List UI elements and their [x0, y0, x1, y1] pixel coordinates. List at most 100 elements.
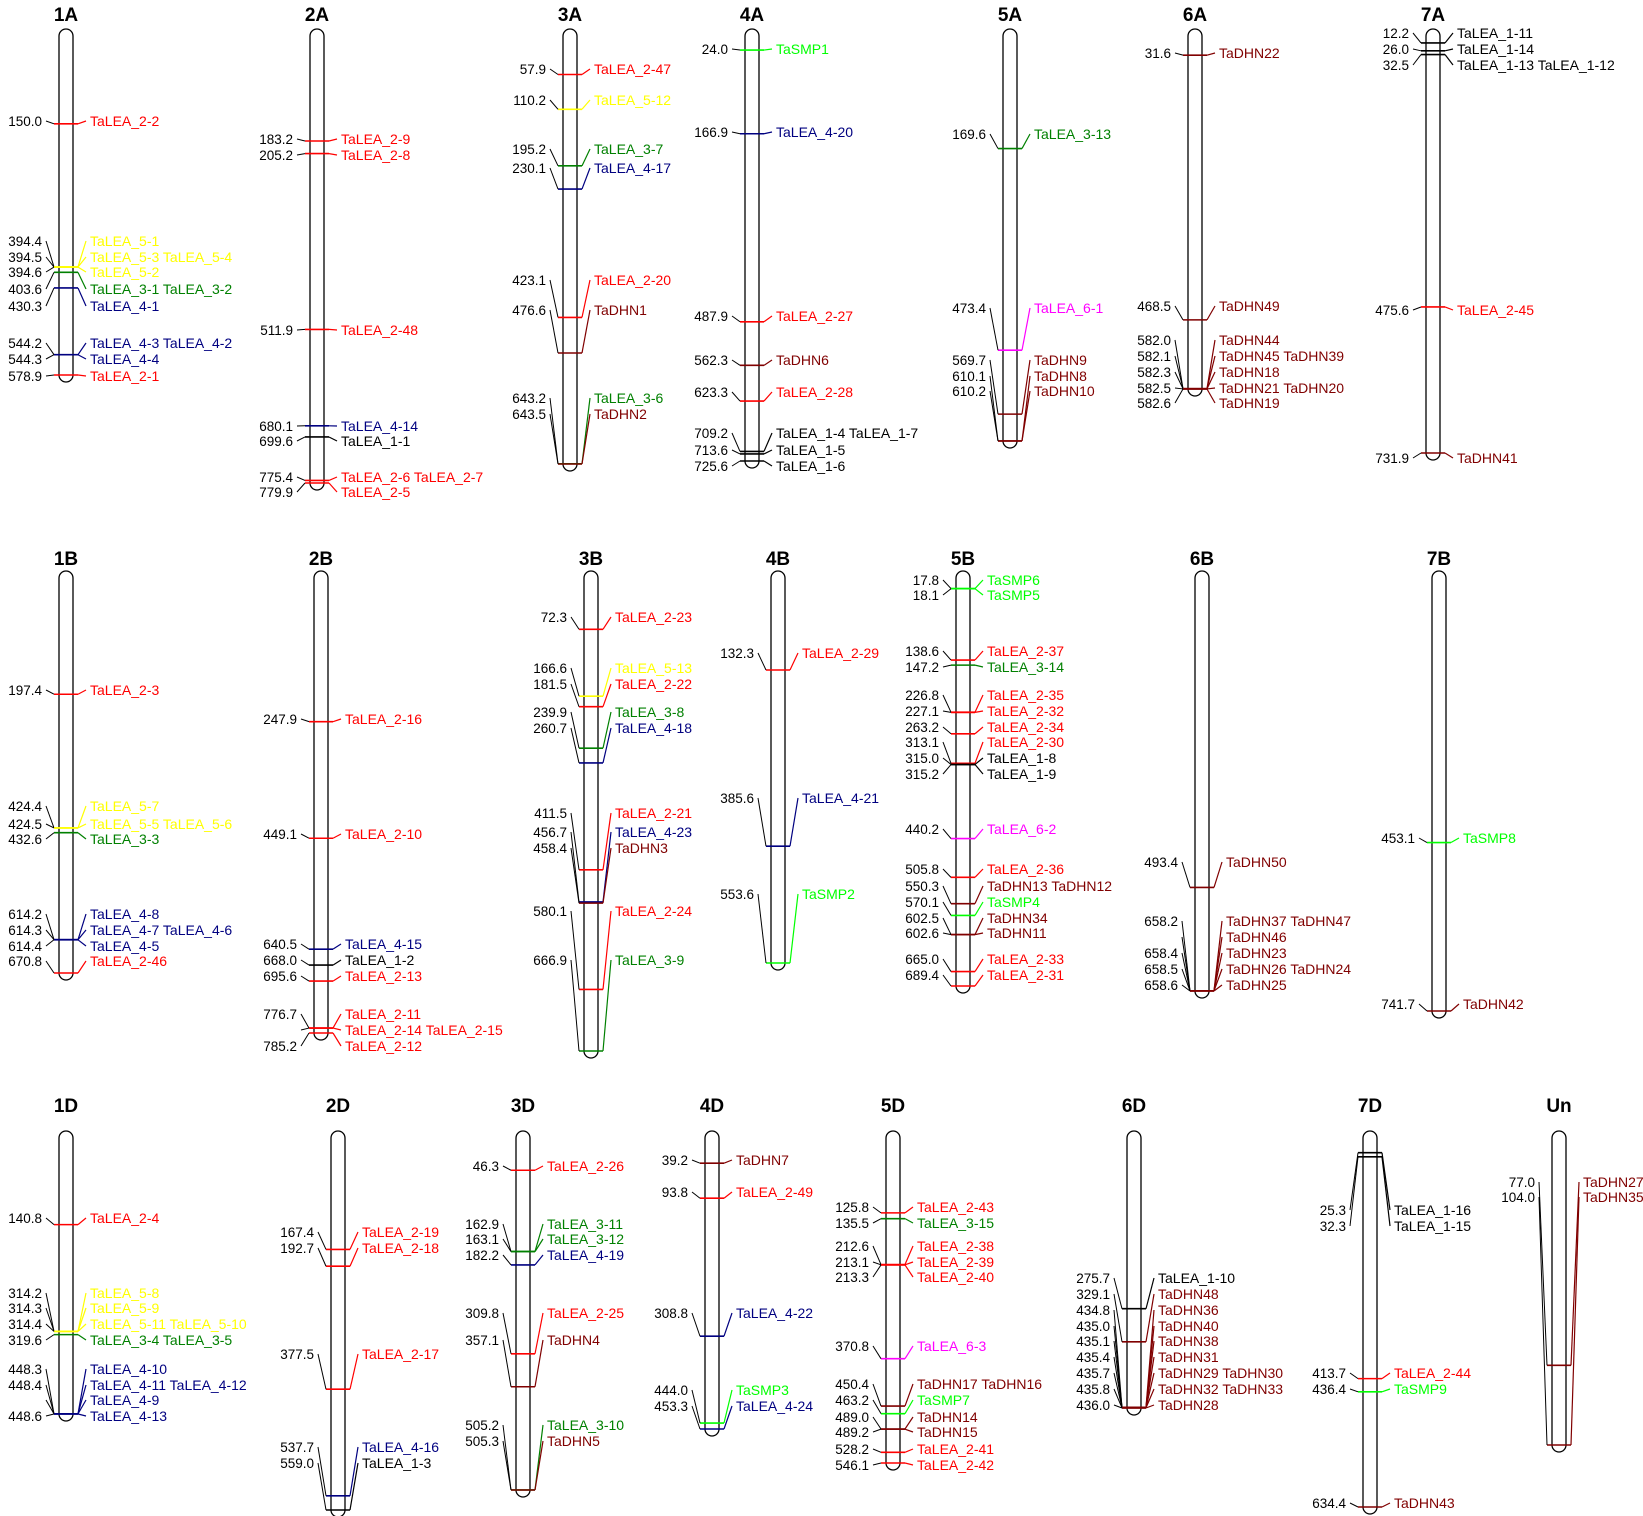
gene-labels: TaDHN28: [1158, 1397, 1219, 1413]
marker-position: 315.2: [905, 767, 939, 782]
gene-label: TaLEA_1-8: [987, 750, 1056, 766]
gene-leader: [1206, 52, 1216, 56]
gene-labels: TaSMP2: [802, 886, 855, 902]
gene-leader: [581, 279, 591, 318]
gene-label: TaLEA_3-9: [615, 952, 684, 968]
position-leader: [502, 1223, 512, 1252]
gene-label: TaDHN8: [1034, 368, 1087, 384]
gene-labels: TaLEA_3-4 TaLEA_3-5: [90, 1332, 232, 1348]
chromosome-body: [1126, 1130, 1142, 1416]
gene-labels: TaLEA_6-2: [987, 821, 1056, 837]
marker-position: 658.2: [1144, 914, 1178, 929]
marker-position: 110.2: [513, 93, 546, 108]
gene-labels: TaDHN32 TaDHN33: [1158, 1381, 1283, 1397]
marker-position: 183.2: [259, 132, 293, 147]
gene-label: TaLEA_4-22: [736, 1305, 813, 1321]
marker-position: 493.4: [1144, 855, 1178, 870]
gene-labels: TaLEA_2-20: [594, 272, 671, 288]
marker-position: 140.8: [8, 1211, 42, 1226]
marker-position: 640.5: [263, 937, 297, 952]
marker-position: 377.5: [280, 1347, 314, 1362]
position-leader: [942, 764, 952, 775]
chromosome-title: 4B: [766, 549, 790, 570]
gene-leader: [974, 885, 984, 904]
gene-label: TaSMP2: [802, 886, 855, 902]
chromosome-body: [313, 570, 329, 1041]
marker-position: 436.4: [1312, 1382, 1346, 1397]
marker-position: 329.1: [1076, 1287, 1110, 1302]
gene-leader: [1381, 1388, 1391, 1393]
gene-leader: [77, 272, 87, 290]
gene-label: TaLEA_6-3: [917, 1338, 986, 1354]
marker-position: 505.8: [905, 862, 939, 877]
marker-position: 666.9: [533, 953, 567, 968]
gene-labels: TaLEA_5-2: [90, 264, 159, 280]
position-leader: [1349, 1388, 1359, 1393]
gene-leader: [723, 1405, 733, 1430]
gene-leader: [349, 1353, 359, 1390]
position-leader: [1174, 388, 1184, 404]
gene-label: TaLEA_4-12: [166, 1377, 247, 1393]
marker-position: 610.1: [952, 369, 986, 384]
gene-labels: TaLEA_4-7 TaLEA_4-6: [90, 922, 232, 938]
position-leader: [549, 167, 559, 190]
position-leader: [300, 833, 310, 839]
marker-position: 643.2: [512, 391, 546, 406]
gene-labels: TaLEA_1-3: [362, 1455, 431, 1471]
marker-position: 473.4: [952, 301, 986, 316]
position-leader: [872, 1399, 882, 1414]
gene-label: TaDHN35: [1583, 1189, 1643, 1205]
position-leader: [45, 929, 55, 941]
gene-labels: TaLEA_2-23: [615, 609, 692, 625]
gene-label: TaLEA_6-1: [1034, 300, 1103, 316]
position-leader: [942, 664, 952, 668]
gene-labels: TaDHN3: [615, 840, 668, 856]
gene-labels: TaLEA_4-11 TaLEA_4-12: [90, 1377, 247, 1393]
gene-leader: [1145, 1372, 1155, 1408]
gene-labels: TaSMP3: [736, 1382, 789, 1398]
position-leader: [942, 588, 952, 596]
gene-label: TaLEA_1-2: [345, 952, 414, 968]
gene-label: TaLEA_4-14: [341, 418, 418, 434]
gene-leader: [1145, 1404, 1155, 1409]
gene-leader: [1206, 387, 1216, 390]
gene-leader: [77, 240, 87, 268]
gene-labels: TaLEA_2-38: [917, 1238, 994, 1254]
position-leader: [45, 1334, 55, 1341]
gene-labels: TaLEA_5-9: [90, 1300, 159, 1316]
gene-label: TaLEA_4-20: [776, 124, 853, 140]
gene-labels: TaLEA_5-13: [615, 660, 692, 676]
gene-label: TaLEA_4-16: [362, 1439, 439, 1455]
gene-leader: [904, 1261, 914, 1266]
position-leader: [1538, 1196, 1548, 1446]
gene-labels: TaLEA_2-10: [345, 826, 422, 842]
gene-leader: [974, 694, 984, 713]
marker-position: 12.2: [1383, 26, 1409, 41]
gene-leader: [1213, 861, 1223, 888]
marker-position: 582.3: [1137, 365, 1171, 380]
position-leader: [549, 279, 559, 318]
marker-position: 658.6: [1144, 978, 1178, 993]
marker-position: 319.6: [8, 1333, 42, 1348]
gene-labels: TaLEA_2-8: [341, 147, 410, 163]
gene-leader: [763, 48, 773, 51]
gene-labels: TaLEA_4-23: [615, 824, 692, 840]
gene-labels: TaDHN14: [917, 1409, 978, 1425]
position-leader: [45, 120, 55, 125]
gene-label: TaLEA_2-15: [422, 1022, 503, 1038]
position-leader: [300, 959, 310, 966]
chromosome-title: 5A: [998, 5, 1023, 26]
position-leader: [549, 68, 559, 75]
marker-position: 487.9: [694, 309, 728, 324]
marker-position: 17.8: [913, 573, 939, 588]
marker-position: 602.5: [905, 911, 939, 926]
gene-labels: TaDHN44: [1219, 332, 1280, 348]
chromosome-title: 1B: [54, 549, 78, 570]
gene-leader: [974, 828, 984, 839]
marker-position: 476.6: [512, 303, 546, 318]
marker-position: 423.1: [512, 273, 546, 288]
marker-position: 213.3: [835, 1270, 869, 1285]
gene-label: TaLEA_5-13: [615, 660, 692, 676]
gene-leader: [77, 1323, 87, 1332]
marker-position: 226.8: [905, 688, 939, 703]
